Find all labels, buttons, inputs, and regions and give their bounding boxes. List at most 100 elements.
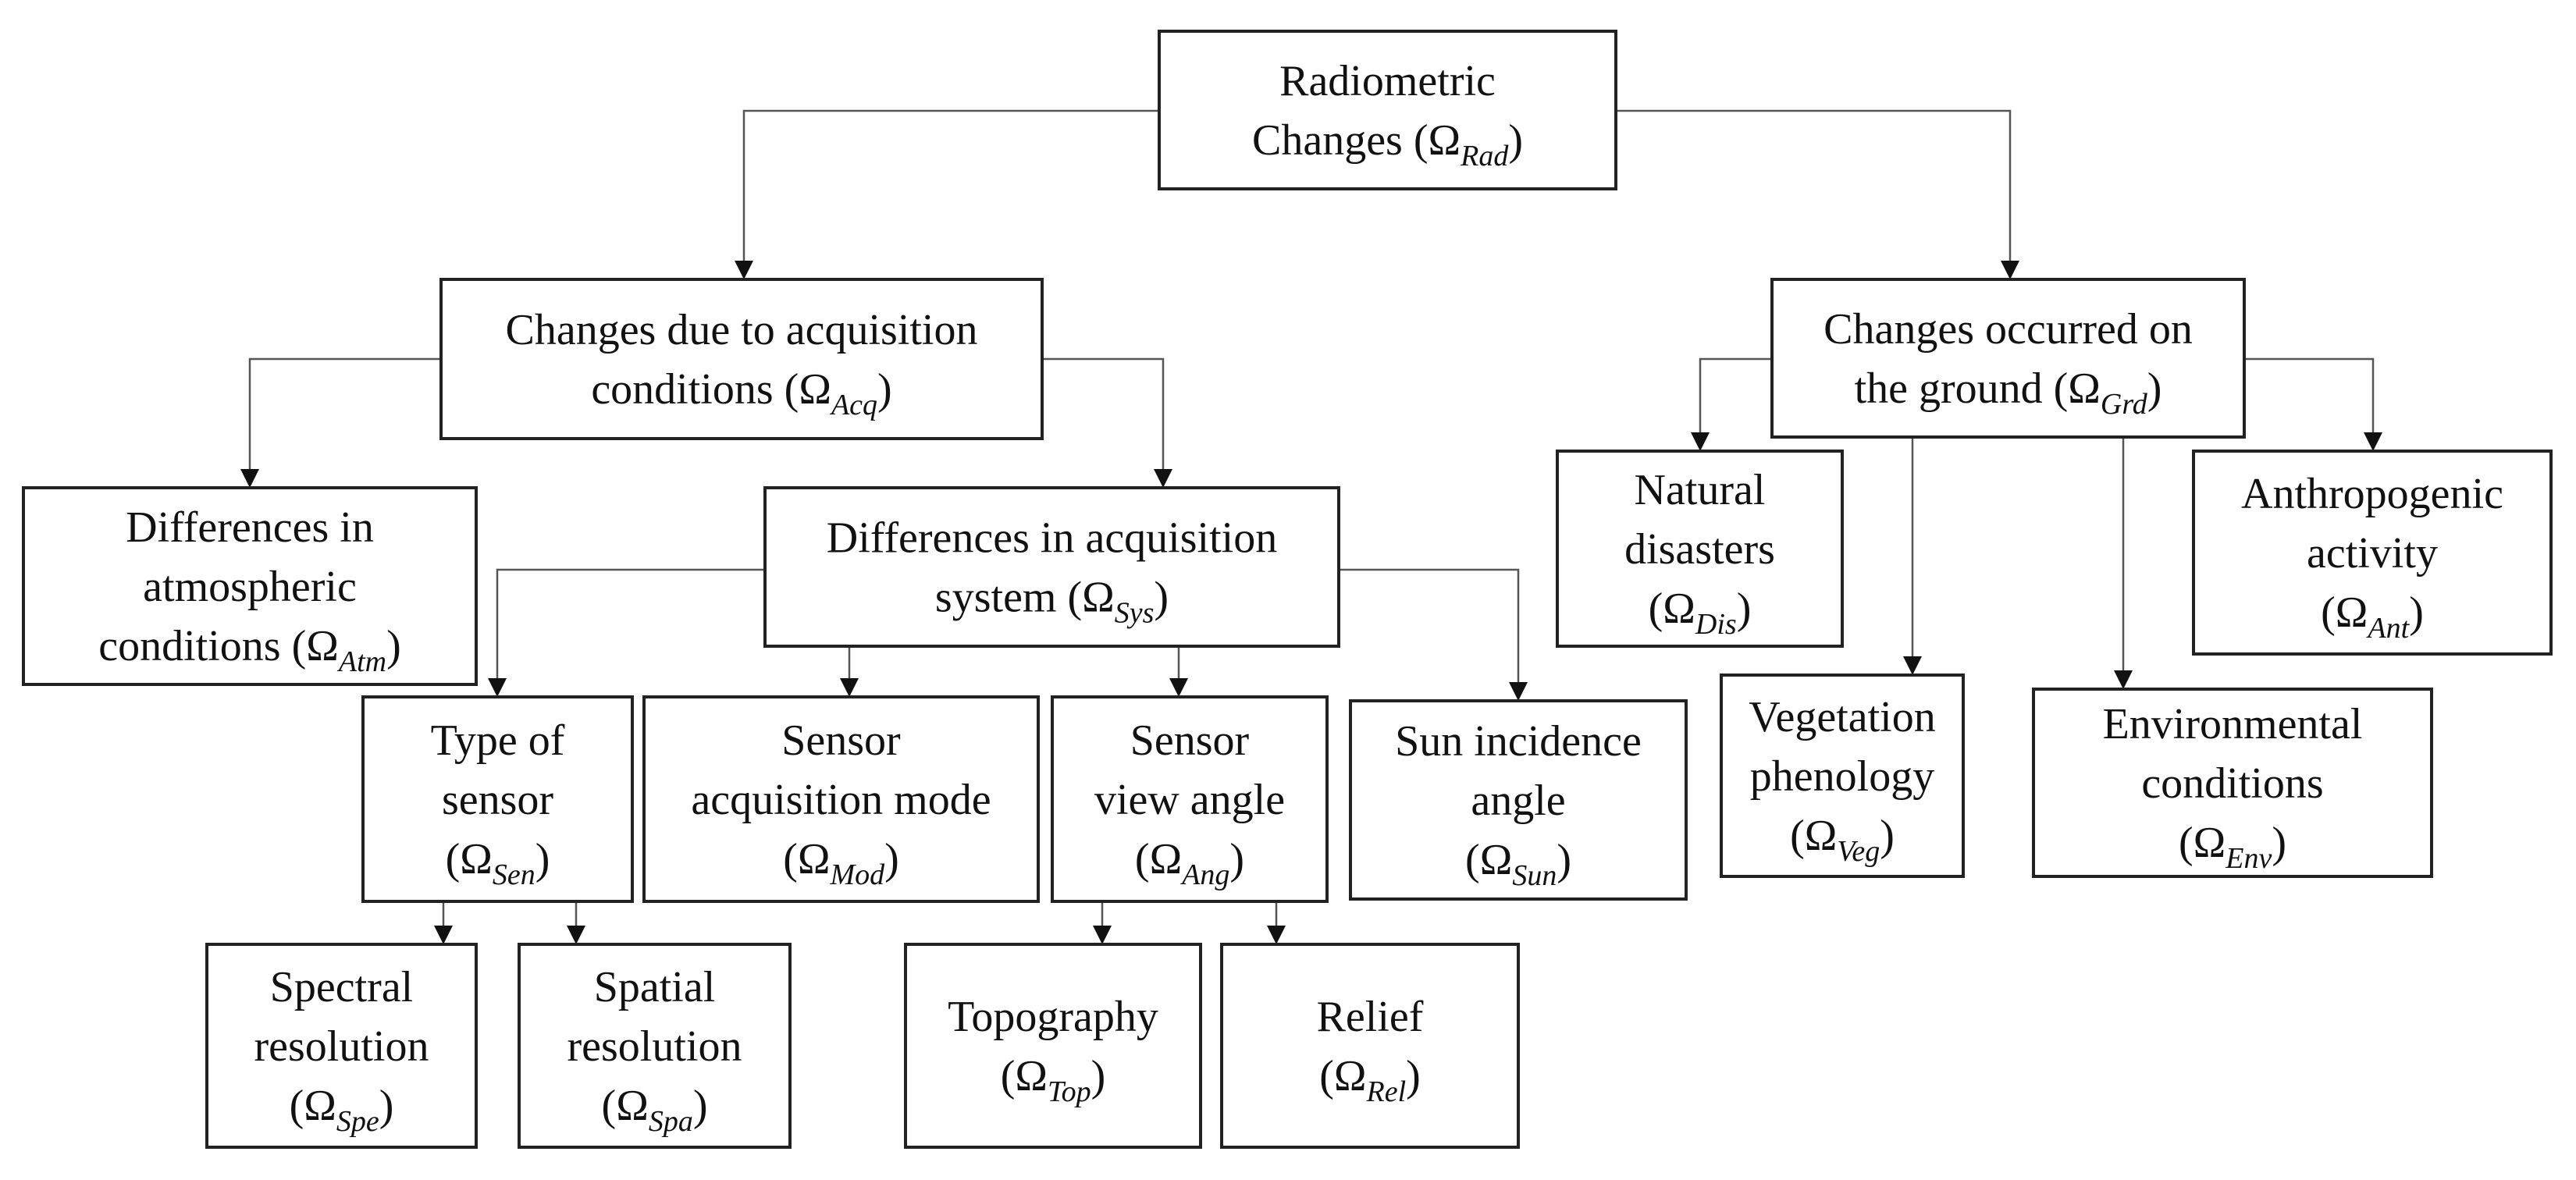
symbol-paren-close: ) (2147, 364, 2162, 413)
arrowhead-icon (1691, 432, 1710, 451)
node-box (518, 943, 792, 1149)
node-label-line: view angle (1094, 776, 1285, 824)
connector-layer (240, 109, 2382, 944)
symbol-subscript: Sun (1512, 859, 1557, 892)
node-label-line: the ground (1855, 364, 2043, 413)
node-label-line: Spatial (594, 963, 716, 1011)
connector-acquisition-conditions-to-atmospheric-conditions (240, 357, 441, 488)
node-box (1556, 450, 1844, 648)
symbol-paren-open: ( (1465, 836, 1480, 884)
symbol-paren-close: ) (1406, 1052, 1421, 1100)
symbol-paren-open: ( (290, 1082, 304, 1130)
node-label-line: resolution (568, 1022, 742, 1071)
symbol-paren-open: ( (2179, 819, 2194, 867)
symbol-paren-open: ( (1135, 835, 1150, 883)
omega-symbol: Ω (1663, 585, 1695, 633)
connector-sensor-view-angle-to-relief (1267, 901, 1286, 944)
arrowhead-icon (1509, 682, 1528, 701)
symbol-paren-open: ( (446, 835, 461, 883)
node-box (439, 278, 1044, 440)
node-label-line: resolution (254, 1022, 429, 1071)
symbol-paren-open: ( (1319, 1052, 1334, 1100)
symbol-paren-open: ( (281, 622, 307, 670)
connector-ground-changes-to-vegetation-phenology (1903, 437, 1922, 675)
symbol-paren-open: ( (2043, 364, 2069, 413)
node-label: Sun incidence angle (ΩSun) (1395, 717, 1642, 892)
arrowhead-icon (840, 678, 859, 697)
arrowhead-icon (2114, 670, 2133, 689)
symbol-paren-close: ) (2272, 819, 2286, 867)
arrowhead-icon (2364, 432, 2382, 451)
omega-symbol: Ω (2336, 588, 2368, 637)
connector-type-of-sensor-to-spectral-resolution (434, 901, 453, 944)
node-label-line: acquisition mode (691, 776, 991, 824)
symbol-subscript: Acq (829, 389, 877, 421)
symbol-paren-close: ) (379, 1082, 394, 1130)
symbol-paren-close: ) (1229, 835, 1244, 883)
node-box (763, 486, 1340, 648)
symbol-paren-close: ) (1557, 836, 1571, 884)
node-label-line: conditions (98, 622, 280, 670)
connector-line (496, 568, 765, 680)
node-label-line: Sensor (1130, 716, 1250, 765)
node-label-line: Natural (1635, 466, 1766, 514)
node-box (2032, 688, 2433, 878)
node-label-line: Sensor (781, 716, 901, 765)
connector-acquisition-system-to-type-of-sensor (488, 568, 765, 697)
node-label-line: angle (1471, 777, 1565, 825)
connector-sensor-view-angle-to-topography (1093, 901, 1112, 944)
omega-symbol: Ω (1805, 812, 1838, 860)
node-box (1720, 674, 1965, 878)
symbol-paren-close: ) (884, 835, 899, 883)
node-label-line: Sun incidence (1395, 717, 1642, 766)
omega-symbol: Ω (799, 365, 831, 414)
arrowhead-icon (735, 261, 753, 279)
connector-acquisition-conditions-to-acquisition-system (1042, 357, 1172, 488)
node-label-line: Spectral (270, 963, 413, 1011)
node-label-line: Radiometric (1279, 57, 1496, 105)
omega-symbol: Ω (1082, 574, 1115, 622)
symbol-paren-close: ) (1154, 574, 1169, 622)
node-label-line: system (935, 574, 1057, 622)
arrowhead-icon (1169, 678, 1188, 697)
connector-ground-changes-to-anthropogenic-activity (2244, 357, 2382, 451)
symbol-paren-close: ) (1737, 585, 1752, 633)
omega-symbol: Ω (306, 622, 339, 670)
symbol-subscript: Sys (1115, 597, 1155, 630)
omega-symbol: Ω (2194, 819, 2226, 867)
node-label-line: Differences in acquisition (827, 514, 1277, 563)
node-box (904, 943, 1202, 1149)
node-label-line: Changes due to acquisition (505, 306, 977, 354)
symbol-subscript: Spe (336, 1105, 379, 1138)
omega-symbol: Ω (460, 835, 493, 883)
omega-symbol: Ω (1480, 836, 1513, 884)
node-box (1220, 943, 1520, 1149)
symbol-paren-close: ) (1508, 116, 1523, 165)
symbol-subscript: Ant (2365, 612, 2410, 645)
connector-ground-changes-to-natural-disasters (1691, 357, 1772, 451)
symbol-paren-open: ( (602, 1082, 617, 1130)
connector-line (2244, 357, 2375, 434)
symbol-paren-open: ( (2321, 588, 2336, 637)
node-label-line: Changes occurred on (1823, 305, 2193, 354)
symbol-subscript: Atm (336, 645, 386, 678)
